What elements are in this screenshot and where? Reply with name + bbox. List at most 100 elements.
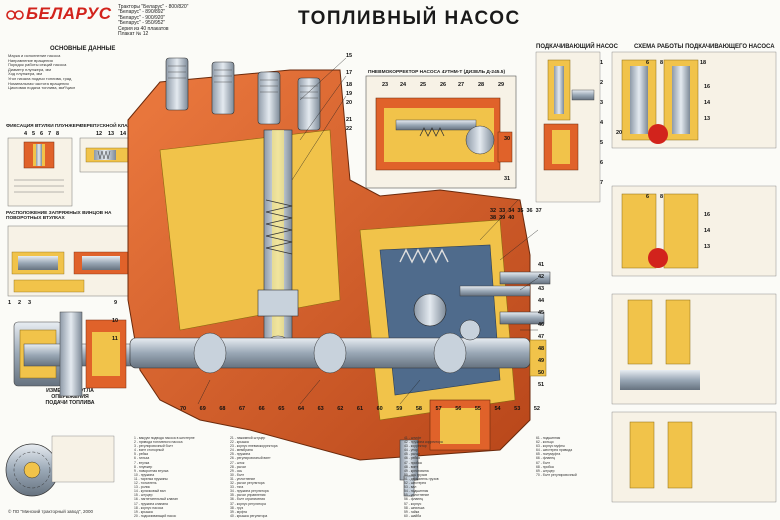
callout: 13 bbox=[108, 131, 115, 137]
tractor-models: Тракторы "Беларус" - 800/820" "Беларус" … bbox=[118, 4, 189, 38]
legend-item: 12 - толкатель bbox=[134, 481, 157, 486]
legend-item: 11 - тарелка пружины bbox=[134, 476, 168, 481]
legend-item: 54 - подшипник bbox=[404, 489, 429, 494]
legend-item: 38 - груз bbox=[230, 505, 244, 510]
callout: 9 bbox=[114, 300, 118, 306]
callout: 8 bbox=[660, 60, 664, 66]
callout: 64 bbox=[297, 406, 305, 412]
callout: 25 bbox=[420, 82, 427, 88]
legend-column-4: 61 - подшипник 62 - кольцо 63 - корпус м… bbox=[536, 436, 610, 477]
legend-item: 19 - крышка bbox=[134, 509, 153, 514]
legend-item: 34 - пружина регулятора bbox=[230, 489, 269, 494]
control-rod bbox=[499, 271, 551, 377]
feed-pump-heading: ПОДКАЧИВАЮЩИЙ НАСОС bbox=[536, 44, 618, 50]
legend-item: 68 - пробка bbox=[536, 464, 554, 469]
callout: 28 bbox=[478, 82, 485, 88]
callout: 10 bbox=[112, 318, 119, 324]
callout: 11 bbox=[112, 336, 118, 342]
callout: 34 bbox=[508, 208, 515, 214]
callout: 70 bbox=[180, 406, 187, 412]
legend-item: 26 - регулировочный винт bbox=[230, 456, 271, 461]
callout: 29 bbox=[498, 82, 505, 88]
bypass-valve-heading: ПЕРЕПУСКНОЙ КЛАПАН bbox=[80, 124, 138, 129]
legend-item: 31 - уплотнение bbox=[230, 476, 256, 481]
callout: 44 bbox=[538, 298, 545, 304]
callout: 56 bbox=[455, 406, 462, 412]
callout: 21 bbox=[346, 117, 353, 123]
callout: 18 bbox=[346, 82, 353, 88]
legend-item: 37 - корпус регулятора bbox=[230, 501, 266, 506]
callout: 40 bbox=[508, 215, 515, 221]
legend-item: 6 - гильза bbox=[134, 456, 150, 461]
main-data-line: Направление вращения bbox=[8, 57, 53, 63]
legend-item: 64 - шестерня привода bbox=[536, 448, 573, 453]
callout: 35 bbox=[517, 208, 524, 214]
callout: 7 bbox=[48, 131, 52, 137]
scheme-stage-3 bbox=[611, 293, 777, 405]
legend-column-3: 41 - штифт 42 - пружина корректора 43 - … bbox=[404, 436, 498, 518]
callout: 58 bbox=[415, 406, 422, 412]
callout: 36 bbox=[526, 208, 533, 214]
callout: 5 bbox=[32, 131, 36, 137]
legend-item: 16 - нагнетательный клапан bbox=[134, 497, 178, 502]
feed-pump-drawing bbox=[535, 51, 601, 203]
callout: 68 bbox=[219, 406, 226, 412]
delivery-fittings bbox=[165, 57, 321, 131]
legend-item: 42 - пружина корректора bbox=[404, 440, 443, 445]
callout: 57 bbox=[435, 406, 442, 412]
callout: 20 bbox=[616, 130, 623, 136]
legend-item: 8 - плунжер bbox=[134, 464, 153, 469]
legend-item: 45 - рычаг bbox=[404, 452, 420, 457]
legend-item: 53 - вал bbox=[404, 485, 417, 490]
callout: 51 bbox=[538, 382, 545, 388]
callout: 42 bbox=[538, 274, 545, 280]
callout: 2 bbox=[600, 80, 604, 86]
callout: 65 bbox=[278, 406, 285, 412]
legend-item: 33 - тяга bbox=[230, 485, 244, 490]
callout: 6 bbox=[600, 160, 604, 166]
camshaft bbox=[129, 332, 531, 374]
callout: 59 bbox=[396, 406, 403, 412]
callout: 15 bbox=[346, 53, 353, 59]
legend-item: 21 - нажимной штуцер bbox=[230, 436, 266, 440]
callout: 4 bbox=[24, 131, 28, 137]
callout: 16 bbox=[704, 212, 711, 218]
scheme-stage-4 bbox=[611, 411, 777, 503]
legend-item: 32 - рычаг регулятора bbox=[230, 481, 265, 486]
callout: 13 bbox=[704, 116, 711, 122]
callout: 38 bbox=[490, 215, 497, 221]
legend-item: 28 - рычаг bbox=[230, 464, 246, 469]
main-data-line: Порядок работы секций насоса bbox=[8, 62, 67, 68]
callout: 62 bbox=[337, 406, 344, 412]
callout: 55 bbox=[474, 406, 481, 412]
legend-item: 60 - шайба bbox=[404, 513, 422, 518]
legend-item: 7 - втулка bbox=[134, 460, 150, 465]
right-callout-column: 41 42 43 44 45 46 47 48 49 50 51 bbox=[538, 262, 554, 388]
callout: 23 bbox=[382, 82, 389, 88]
feed-scheme-heading: СХЕМА РАБОТЫ ПОДКАЧИВАЮЩЕГО НАСОСА bbox=[634, 44, 775, 50]
legend-item: 24 - мембрана bbox=[230, 448, 253, 453]
callout: 1 bbox=[8, 300, 12, 306]
callout: 43 bbox=[538, 286, 545, 292]
advance-gear bbox=[5, 435, 115, 497]
legend-item: 41 - штифт bbox=[404, 436, 422, 440]
plunger-fix-heading: ФИКСАЦИЯ ВТУЛКИ ПЛУНЖЕРА bbox=[6, 124, 83, 129]
legend-item: 15 - штуцер bbox=[134, 493, 153, 498]
legend-item: 36 - болт ограничения bbox=[230, 497, 265, 502]
callout: 32 bbox=[490, 208, 497, 214]
legend-item: 69 - штуцер bbox=[536, 468, 555, 473]
callout: 60 bbox=[376, 406, 383, 412]
callout: 49 bbox=[538, 358, 545, 364]
legend-item: 9 - поворотная втулка bbox=[134, 468, 169, 473]
callout: 48 bbox=[538, 346, 545, 352]
bottom-callout-row: 70 69 68 67 66 65 64 63 62 61 60 59 58 5… bbox=[180, 406, 540, 412]
legend-item: 46 - рейка bbox=[404, 456, 420, 461]
legend-item: 51 - держатель грузов bbox=[404, 476, 439, 481]
callout: 31 bbox=[504, 176, 511, 182]
legend-item: 59 - гайка bbox=[404, 509, 420, 514]
main-data-line: Цикловая подача топлива, мм³/цикл bbox=[8, 85, 76, 91]
legend-item: 58 - шпилька bbox=[404, 505, 425, 510]
legend-item: 1 - вакуум подвода насоса в шестерне bbox=[134, 436, 195, 440]
right-callout-group: 32 33 34 35 36 37 38 39 40 bbox=[490, 208, 542, 221]
callout: 5 bbox=[600, 140, 604, 146]
